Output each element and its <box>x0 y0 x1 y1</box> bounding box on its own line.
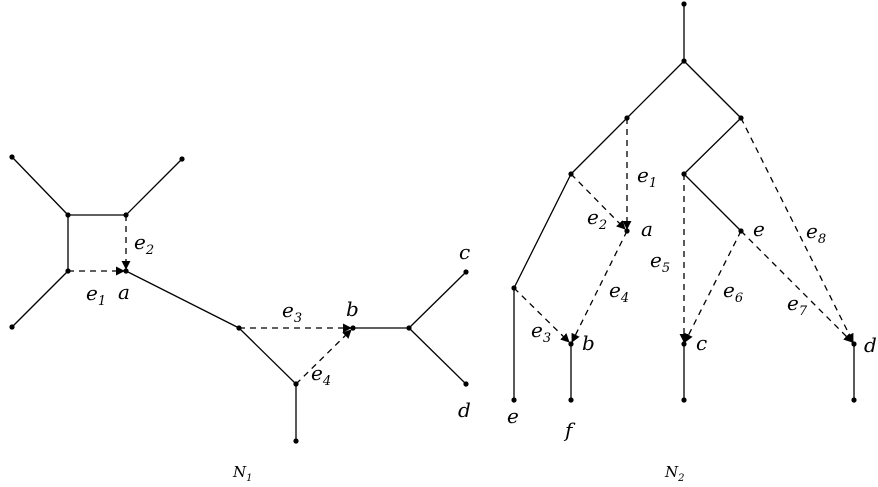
node <box>511 285 517 291</box>
n1-edge <box>11 156 69 216</box>
n1-caption: N1 <box>232 463 253 484</box>
n2-edge <box>513 173 572 289</box>
node <box>463 269 469 275</box>
n2-vertex-label-a: a <box>641 217 653 241</box>
n2-edge <box>570 117 628 175</box>
n2-vertex-label-d: d <box>864 333 877 357</box>
n1-edge-label-e4: e4 <box>311 361 331 389</box>
network-n1: e1 e2 e3 e4 a b c d N1 <box>9 154 471 484</box>
node <box>624 115 630 121</box>
node <box>681 397 687 403</box>
n2-edge <box>626 60 685 119</box>
n1-edge <box>238 327 297 385</box>
n2-reticulation-edge-e6 <box>684 230 742 343</box>
node <box>293 438 299 444</box>
n2-edge <box>683 117 742 175</box>
n2-reticulation-edge-e4 <box>571 230 628 343</box>
n2-edge-label-e3: e3 <box>531 318 551 346</box>
node <box>65 268 71 274</box>
n2-vertex-label-b: b <box>582 331 595 355</box>
node <box>851 341 857 347</box>
n2-reticulation-edge-e2 <box>570 173 626 230</box>
n1-nodes <box>9 154 469 444</box>
n2-edge <box>683 60 742 119</box>
node <box>350 325 356 331</box>
n1-edge <box>125 158 183 216</box>
node <box>236 325 242 331</box>
n1-reticulation-edge-e4 <box>295 329 352 385</box>
node <box>293 381 299 387</box>
n2-edge-label-e5: e5 <box>650 248 670 276</box>
node <box>681 58 687 64</box>
n2-reticulation-edge-e8 <box>740 117 854 343</box>
n1-edge-label-e2: e2 <box>134 230 154 258</box>
n1-edge <box>11 270 69 328</box>
n1-vertex-label-c: c <box>459 240 470 264</box>
n2-edge-label-e8: e8 <box>806 219 826 247</box>
n2-vertex-label-e-leaf: e <box>507 404 519 428</box>
node <box>568 341 574 347</box>
node <box>568 397 574 403</box>
n2-caption: N2 <box>664 463 685 484</box>
n2-edge-label-e4: e4 <box>609 278 629 306</box>
n1-edge-label-e1: e1 <box>86 281 106 309</box>
node <box>851 397 857 403</box>
n2-vertex-label-c: c <box>696 331 707 355</box>
node <box>9 324 15 330</box>
node <box>123 268 129 274</box>
n2-edge-label-e6: e6 <box>723 278 743 306</box>
n2-edge <box>683 173 742 232</box>
node <box>406 325 412 331</box>
n1-vertex-label-a: a <box>118 280 130 304</box>
node <box>463 381 469 387</box>
n1-vertex-label-d: d <box>458 398 471 422</box>
n2-reticulation-edge-e3 <box>513 287 570 343</box>
node <box>179 156 185 162</box>
n1-vertex-label-b: b <box>346 297 359 321</box>
node <box>65 212 71 218</box>
node <box>9 154 15 160</box>
n1-edge <box>408 271 467 329</box>
n2-vertex-label-f: f <box>563 418 576 442</box>
node <box>624 228 630 234</box>
node <box>681 171 687 177</box>
node <box>738 228 744 234</box>
n2-edge-label-e2: e2 <box>587 205 607 233</box>
n1-edge <box>408 327 467 385</box>
node <box>738 115 744 121</box>
n2-edge-label-e1: e1 <box>637 163 657 191</box>
n2-vertex-label-e-internal: e <box>753 217 765 241</box>
node <box>123 212 129 218</box>
n2-edge-label-e7: e7 <box>787 291 808 319</box>
n1-edge <box>125 270 240 329</box>
n2-reticulation-edge-e7 <box>740 230 853 343</box>
network-n2: e1 e2 e3 e4 e5 e6 e7 e8 a e b c d e f N2 <box>507 1 877 484</box>
node <box>568 171 574 177</box>
node <box>681 1 687 7</box>
node <box>511 397 517 403</box>
n1-edge-label-e3: e3 <box>282 298 302 326</box>
n2-nodes <box>511 1 857 403</box>
node <box>681 341 687 347</box>
